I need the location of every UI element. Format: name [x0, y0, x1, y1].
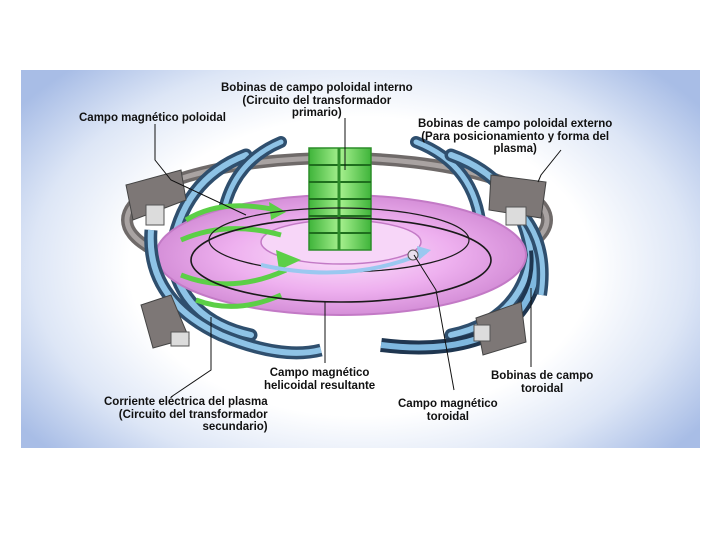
label-line: secundario) [104, 421, 268, 434]
label-line: Campo magnético [264, 367, 375, 380]
tokamak-diagram: Bobinas de campo poloidal interno (Circu… [21, 70, 700, 448]
label-line: (Para posicionamiento y forma del [418, 131, 612, 144]
label-line: Corriente eléctrica del plasma [104, 396, 268, 409]
label-line: Campo magnético [398, 398, 498, 411]
label-line: (Circuito del transformador [104, 409, 268, 422]
label-line: Bobinas de campo poloidal interno [221, 82, 413, 95]
label-inner-poloidal-coils: Bobinas de campo poloidal interno (Circu… [221, 82, 413, 120]
label-plasma-current: Corriente eléctrica del plasma (Circuito… [104, 396, 268, 434]
label-helical-field: Campo magnético helicoidal resultante [264, 367, 375, 392]
label-outer-poloidal-coils: Bobinas de campo poloidal externo (Para … [418, 118, 612, 156]
label-toroidal-coils: Bobinas de campo toroidal [491, 370, 593, 395]
label-line: plasma) [418, 143, 612, 156]
label-poloidal-field: Campo magnético poloidal [79, 112, 226, 125]
label-line: Bobinas de campo [491, 370, 593, 383]
label-line: toroidal [491, 383, 593, 396]
central-solenoid [309, 148, 371, 250]
label-line: (Circuito del transformador [221, 95, 413, 108]
label-line: Campo magnético poloidal [79, 112, 226, 125]
label-line: primario) [221, 107, 413, 120]
label-toroidal-field: Campo magnético toroidal [398, 398, 498, 423]
label-line: toroidal [398, 411, 498, 424]
label-line: helicoidal resultante [264, 380, 375, 393]
label-line: Bobinas de campo poloidal externo [418, 118, 612, 131]
